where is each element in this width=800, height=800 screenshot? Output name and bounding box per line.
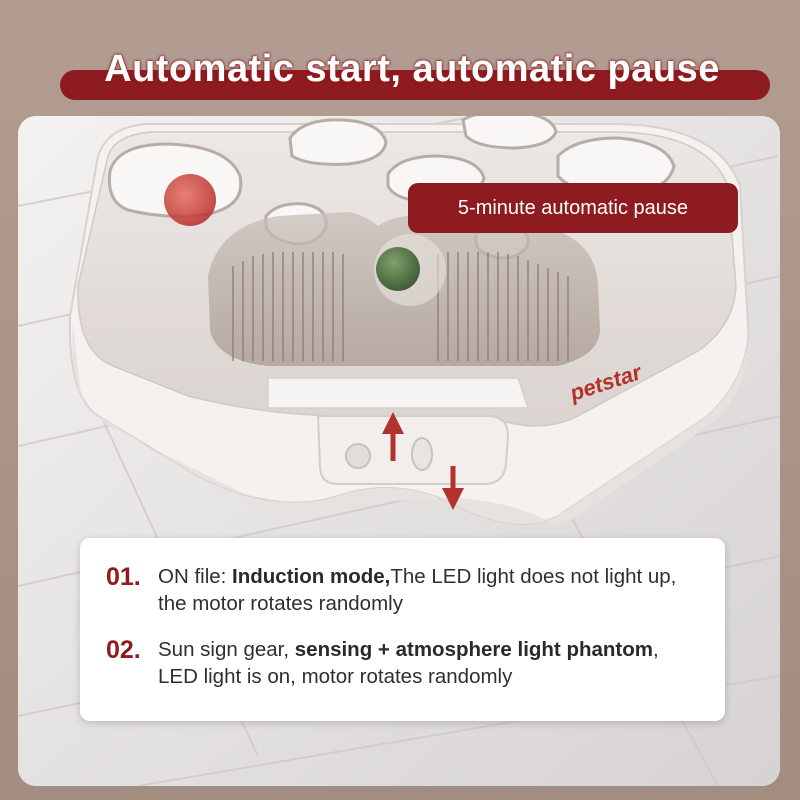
up-down-arrow-icon	[382, 412, 464, 510]
mode-description: ON file: Induction mode,The LED light do…	[158, 563, 699, 617]
mode-number: 02.	[106, 636, 141, 664]
red-ball-icon	[164, 174, 216, 226]
mode-item: 01. ON file: Induction mode,The LED ligh…	[106, 563, 699, 617]
headline-underline-band	[60, 70, 770, 100]
mode-rest: The LED light does not light up, the mot…	[158, 565, 677, 615]
mode-description: Sun sign gear, sensing + atmosphere ligh…	[158, 636, 699, 690]
mode-info-card: 01. ON file: Induction mode,The LED ligh…	[80, 538, 725, 721]
catnip-ball-icon	[376, 247, 420, 291]
mode-bold: sensing + atmosphere light phantom	[294, 638, 653, 661]
front-panel	[267, 377, 530, 409]
switch-button	[411, 437, 433, 471]
mode-rest: , LED light is on, motor rotates randoml…	[158, 638, 659, 688]
brush-bristles	[232, 252, 569, 361]
mode-number: 01.	[106, 563, 141, 591]
pause-callout: 5-minute automatic pause	[408, 183, 738, 233]
mode-item: 02. Sun sign gear, sensing + atmosphere …	[106, 636, 699, 690]
headline: Automatic start, automatic pause	[104, 48, 720, 90]
headline-banner: Automatic start, automatic pause	[40, 44, 770, 104]
mode-prefix: ON file:	[158, 565, 233, 588]
mode-prefix: Sun sign gear,	[158, 638, 295, 661]
sensor-icon	[345, 443, 371, 469]
mode-bold: Induction mode,	[232, 565, 391, 588]
